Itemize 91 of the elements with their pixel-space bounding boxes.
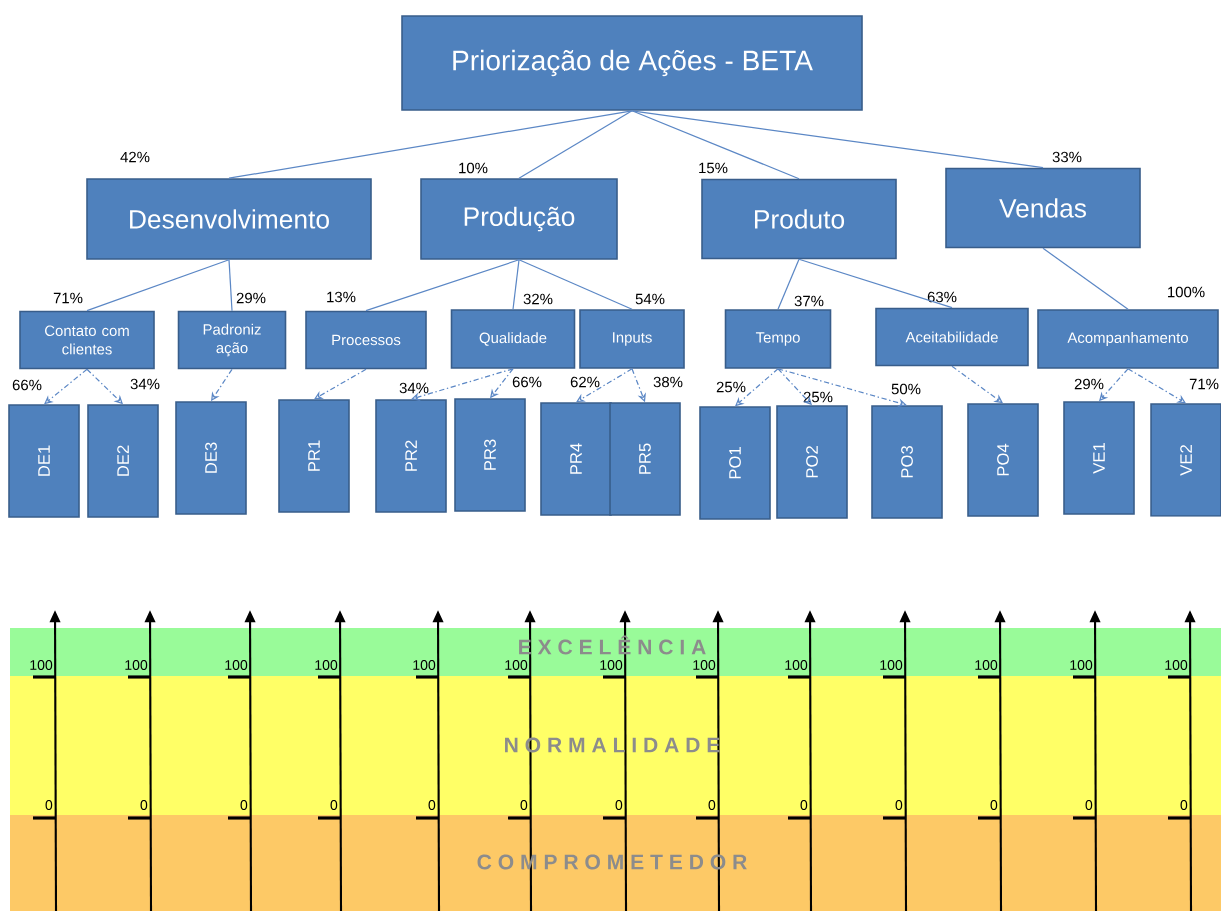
tick-label: 0	[240, 800, 248, 810]
percentage-label: 34%	[399, 382, 429, 394]
percentage-label: 34%	[130, 378, 160, 390]
tick-label: 100	[600, 660, 623, 670]
action-box: DE2	[87, 404, 159, 518]
tick-label: 0	[895, 800, 903, 810]
action-box: VE2	[1150, 403, 1221, 517]
connector	[512, 259, 520, 310]
percentage-label: 62%	[570, 376, 600, 388]
connector	[314, 368, 367, 400]
connector	[518, 259, 633, 310]
tick-label: 100	[880, 660, 903, 670]
criterion-box: Acompanhamento	[1037, 309, 1219, 369]
percentage-label: 71%	[1189, 378, 1219, 390]
tick-label: 0	[330, 800, 338, 810]
percentage-label: 37%	[794, 295, 824, 307]
tick-label: 100	[413, 660, 436, 670]
connector	[86, 259, 230, 312]
action-box: PR5	[609, 402, 681, 516]
percentage-label: 29%	[1074, 378, 1104, 390]
connector	[777, 258, 800, 310]
action-box: PO1	[699, 406, 771, 520]
percentage-label: 100%	[1168, 286, 1205, 298]
connector	[365, 259, 520, 312]
action-box: PO3	[871, 405, 943, 519]
category-box: Desenvolvimento	[86, 178, 372, 260]
title-box: Priorização de Ações - BETA	[401, 15, 863, 111]
connector	[1127, 368, 1186, 404]
criterion-box: Padroniz ação	[177, 310, 287, 370]
tick-label: 0	[520, 800, 528, 810]
connector	[228, 259, 233, 312]
connector	[518, 110, 633, 179]
percentage-label: 66%	[12, 379, 42, 391]
percentage-label: 32%	[523, 293, 553, 305]
tick-label: 0	[1085, 800, 1093, 810]
percentage-label: 10%	[459, 162, 488, 174]
action-box: PR4	[540, 402, 612, 516]
percentage-label: 29%	[236, 292, 266, 304]
percentage-label: 50%	[891, 383, 921, 395]
tick-label: 100	[693, 660, 716, 670]
percentage-label: 71%	[53, 292, 83, 304]
tick-label: 100	[785, 660, 808, 670]
percentage-label: 15%	[699, 162, 728, 174]
criterion-box: Processos	[305, 310, 427, 370]
percentage-label: 13%	[327, 291, 356, 303]
action-box: PO2	[776, 405, 848, 519]
criterion-box: Aceitabilidade	[875, 307, 1029, 367]
percentage-label: 54%	[635, 293, 665, 305]
connector	[631, 110, 1044, 169]
action-box: PR2	[375, 399, 447, 513]
tick-label: 100	[125, 660, 148, 670]
tick-label: 0	[1180, 800, 1188, 810]
connector	[228, 110, 633, 179]
action-box: PO4	[967, 403, 1039, 517]
tick-label: 100	[30, 660, 53, 670]
tick-label: 100	[975, 660, 998, 670]
tick-label: 100	[1070, 660, 1093, 670]
action-box: DE1	[8, 404, 80, 518]
connector	[411, 368, 514, 401]
action-box: PR3	[454, 398, 526, 512]
category-box: Vendas	[945, 167, 1141, 249]
criterion-box: Inputs	[579, 309, 685, 369]
tick-label: 0	[708, 800, 716, 810]
connector	[798, 258, 953, 309]
tick-label: 100	[505, 660, 528, 670]
criterion-box: Contato com clientes	[19, 310, 155, 370]
percentage-label: 33%	[1052, 151, 1082, 163]
criterion-box: Qualidade	[450, 309, 576, 369]
criterion-box: Tempo	[724, 309, 832, 369]
action-box: PR1	[278, 399, 350, 513]
tick-label: 100	[315, 660, 338, 670]
category-box: Produção	[420, 178, 618, 260]
connector	[576, 368, 633, 403]
tick-label: 100	[1165, 660, 1188, 670]
tick-label: 0	[615, 800, 623, 810]
connector	[1042, 247, 1129, 310]
action-box: DE3	[175, 401, 247, 515]
tick-label: 0	[45, 800, 53, 810]
tick-label: 0	[990, 800, 998, 810]
percentage-label: 66%	[512, 376, 542, 388]
percentage-label: 25%	[803, 391, 833, 403]
percentage-label: 25%	[716, 381, 746, 393]
tick-label: 0	[140, 800, 148, 810]
tick-label: 0	[800, 800, 808, 810]
category-box: Produto	[701, 178, 897, 260]
tick-label: 0	[428, 800, 436, 810]
percentage-label: 42%	[120, 151, 150, 163]
percentage-label: 38%	[653, 376, 683, 388]
tick-label: 100	[225, 660, 248, 670]
percentage-label: 63%	[927, 291, 957, 303]
action-box: VE1	[1063, 401, 1135, 515]
